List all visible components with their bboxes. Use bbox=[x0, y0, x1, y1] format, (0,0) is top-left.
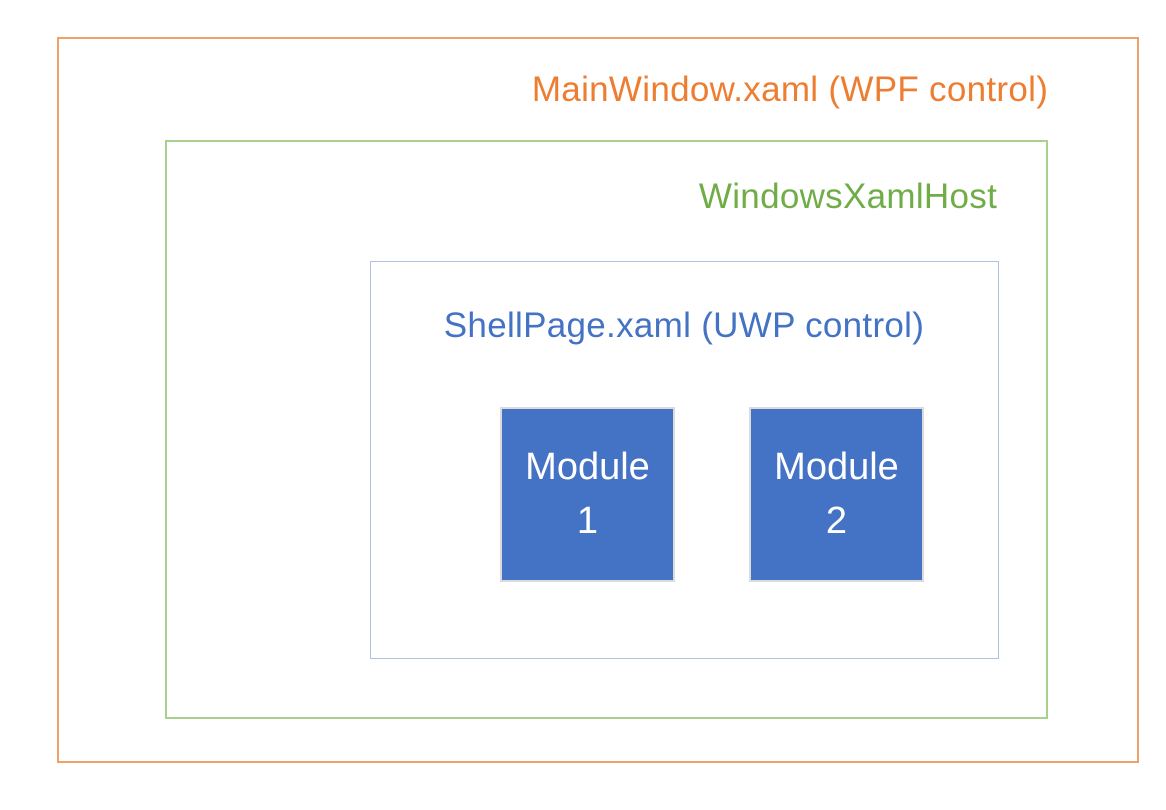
mainwindow-wpf-label: MainWindow.xaml (WPF control) bbox=[531, 70, 1049, 109]
module-1-label-line1: Module bbox=[525, 445, 650, 488]
windowsxamlhost-box bbox=[165, 140, 1048, 719]
shellpage-uwp-label: ShellPage.xaml (UWP control) bbox=[443, 306, 925, 345]
mainwindow-wpf-box bbox=[57, 37, 1139, 763]
module-1-label-line2: 1 bbox=[576, 499, 599, 542]
windowsxamlhost-label: WindowsXamlHost bbox=[698, 177, 998, 216]
shellpage-uwp-box bbox=[370, 261, 999, 659]
module-2-label-line1: Module bbox=[774, 445, 899, 488]
module-2-box: Module 2 bbox=[749, 407, 924, 582]
module-2-label-line2: 2 bbox=[825, 499, 848, 542]
module-1-box: Module 1 bbox=[500, 407, 675, 582]
